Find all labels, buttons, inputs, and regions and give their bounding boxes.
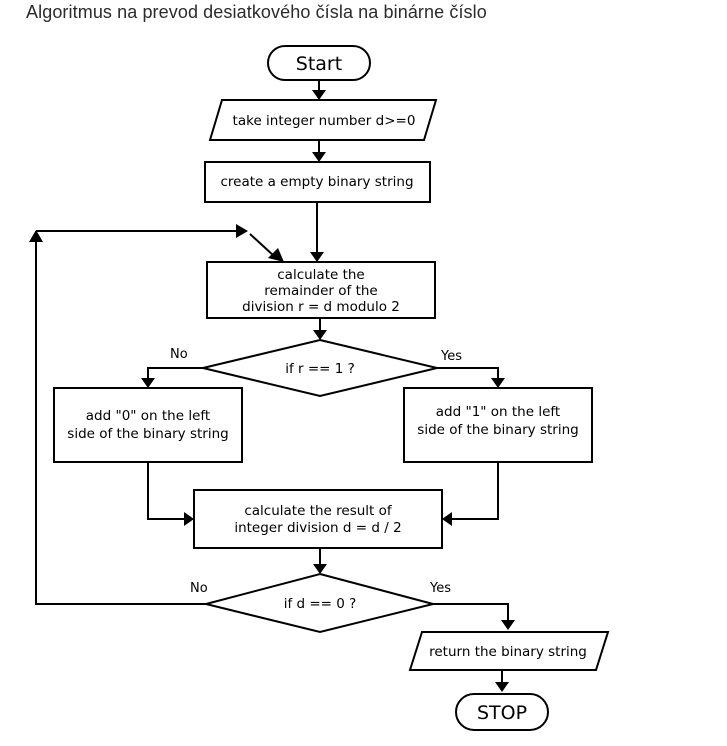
arrowhead <box>184 512 194 526</box>
arrowhead <box>268 248 284 262</box>
output-label: return the binary string <box>429 644 587 660</box>
arrowhead <box>310 252 324 262</box>
remainder-process-box: calculate the remainder of the division … <box>206 261 436 319</box>
arrow-add-zero-to-divide <box>147 462 186 520</box>
connectors <box>29 80 515 692</box>
divide-line-2: integer division d = d / 2 <box>234 520 401 536</box>
arrowhead <box>313 564 327 574</box>
divide-process-box: calculate the result of integer division… <box>193 489 443 549</box>
arrow-add-one-to-divide <box>450 462 499 520</box>
remainder-line-3: division r = d modulo 2 <box>242 299 400 315</box>
add-zero-line-2: side of the binary string <box>67 426 228 442</box>
decision-r-diamond: if r == 1 ? <box>202 338 438 398</box>
arrowhead <box>491 378 505 388</box>
arrowhead <box>141 378 155 388</box>
arrowhead <box>442 512 452 526</box>
arrow-decision-r-no <box>147 367 203 380</box>
input-label: take integer number d>=0 <box>233 113 416 129</box>
add-one-line-2: side of the binary string <box>417 422 578 438</box>
input-parallelogram: take integer number d>=0 <box>208 99 438 141</box>
remainder-line-1: calculate the <box>277 267 365 283</box>
arrow-loop-join <box>249 233 275 257</box>
arrowhead <box>495 682 509 692</box>
output-parallelogram: return the binary string <box>408 631 610 671</box>
arrowhead <box>312 90 326 100</box>
decision-d-yes-label: Yes <box>429 581 451 596</box>
decision-r-yes-label: Yes <box>440 349 462 364</box>
decision-d-diamond: if d == 0 ? <box>205 572 434 634</box>
arrowhead <box>501 620 515 630</box>
start-label: Start <box>296 53 342 75</box>
stop-label: STOP <box>477 702 527 724</box>
arrowhead <box>312 152 326 162</box>
arrowhead <box>236 224 248 238</box>
add-zero-box: add "0" on the left side of the binary s… <box>53 387 243 463</box>
init-label: create a empty binary string <box>220 174 413 190</box>
add-one-line-1: add "1" on the left <box>436 404 560 420</box>
decision-d-label: if d == 0 ? <box>284 596 357 612</box>
arrowhead <box>313 330 327 340</box>
remainder-line-2: remainder of the <box>264 283 377 299</box>
page-title: Algoritmus na prevod desiatkového čísla … <box>26 2 487 22</box>
add-zero-line-1: add "0" on the left <box>86 408 210 424</box>
add-one-box: add "1" on the left side of the binary s… <box>403 387 593 463</box>
divide-line-1: calculate the result of <box>244 503 393 519</box>
decision-d-no-label: No <box>190 581 208 596</box>
arrow-decision-d-yes <box>433 603 509 622</box>
start-terminal: Start <box>267 45 371 81</box>
stop-terminal: STOP <box>455 693 549 731</box>
arrow-decision-d-no-loop <box>35 240 206 605</box>
decision-r-label: if r == 1 ? <box>285 361 355 377</box>
arrow-decision-r-yes <box>437 367 499 380</box>
arrowhead <box>29 230 43 242</box>
init-process-box: create a empty binary string <box>204 161 431 203</box>
decision-r-no-label: No <box>170 347 188 362</box>
